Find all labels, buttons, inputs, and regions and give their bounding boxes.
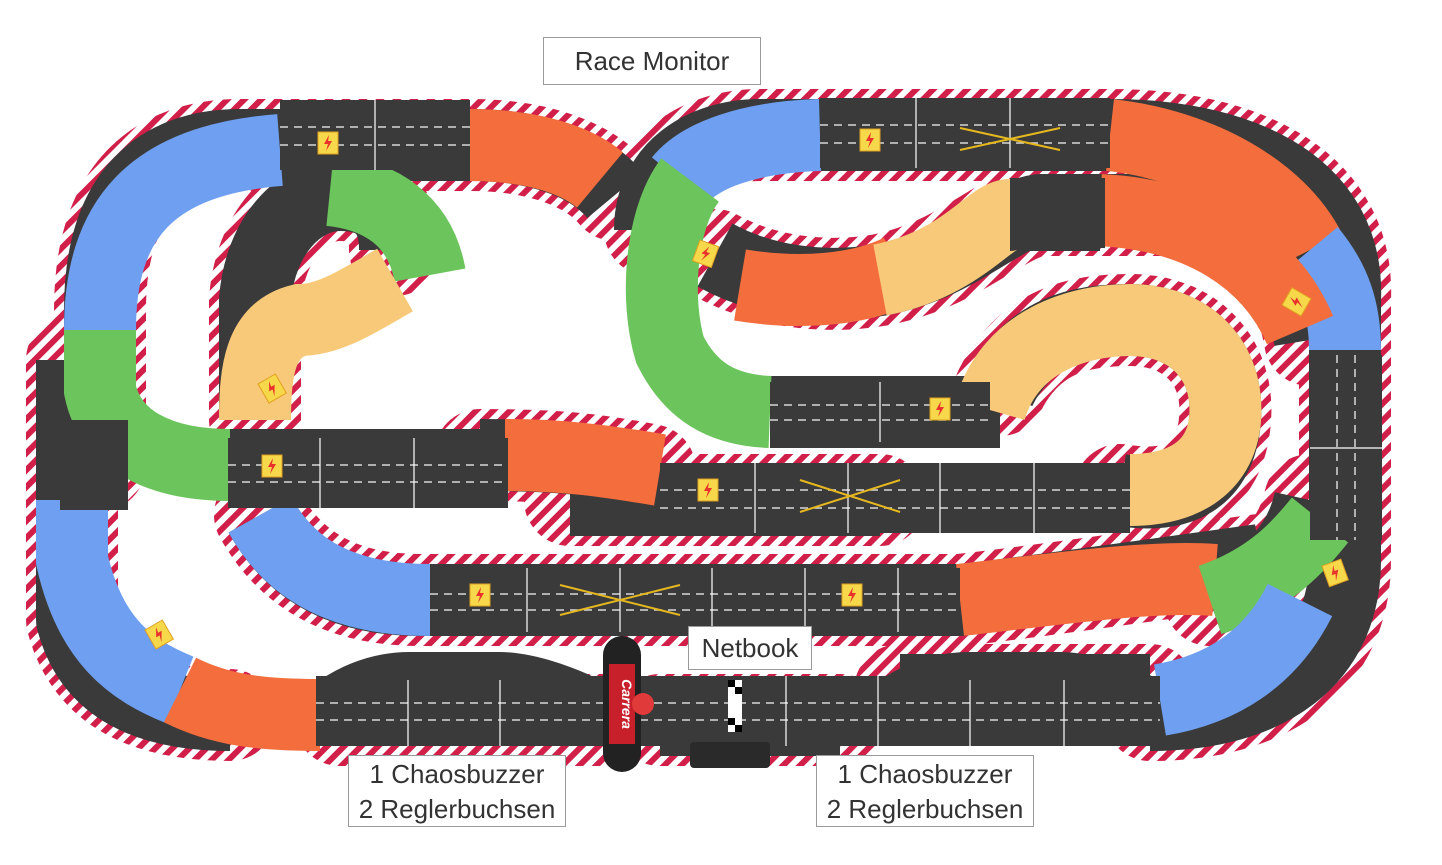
green-curve [325,154,466,284]
orange-curve [163,657,321,751]
lightning-hazard-icon [841,583,863,607]
lightning-hazard-icon [1321,558,1349,588]
blue-curve [36,500,194,724]
lightning-hazard-icon [691,239,720,269]
start-finish-flag-icon [728,680,742,732]
right-chaosbuzzer-text: 1 Chaosbuzzer [837,759,1013,789]
start-finish-gantry: Carrera [603,636,770,772]
yellow-curve [219,248,413,421]
lightning-hazard-icon [257,373,288,404]
blue-curve [228,496,431,636]
lightning-hazard-icon [1281,286,1312,317]
curve-sections [36,99,1381,751]
blue-curve [1153,582,1333,736]
green-curve [625,158,773,448]
netbook-label: Netbook [688,626,812,670]
lap-counter-badge [632,693,654,715]
left-driver-station-label: 1 Chaosbuzzer 2 Reglerbuchsen [348,755,566,827]
lightning-hazard-icon [261,454,283,478]
lane-crossings [559,127,1061,616]
race-monitor-text: Race Monitor [574,46,730,76]
lightning-hazard-icon [469,583,491,607]
orange-curve [1105,99,1343,268]
orange-curve [956,543,1218,636]
orange-curve [504,419,666,506]
crossing-marking [959,127,1061,151]
crossing-marking [559,584,681,616]
left-reglerbuchsen-text: 2 Reglerbuchsen [358,794,556,824]
left-chaosbuzzer-text: 1 Chaosbuzzer [369,759,545,789]
pit-lane-bump [320,652,600,680]
orange-curve [469,109,624,209]
right-driver-station-label: 1 Chaosbuzzer 2 Reglerbuchsen [816,755,1034,827]
control-unit [690,742,770,768]
orange-curve [734,237,917,326]
crossing-marking [799,479,901,513]
pit-lane-bump [880,652,1160,680]
lightning-hazard-icon [859,128,881,152]
lightning-hazards [144,128,1349,650]
lightning-hazard-icon [317,131,339,155]
lightning-hazard-icon [697,478,719,502]
netbook-text: Netbook [701,633,799,663]
right-reglerbuchsen-text: 2 Reglerbuchsen [826,794,1024,824]
lightning-hazard-icon [144,619,175,650]
blue-curve [651,99,822,205]
race-monitor-label: Race Monitor [543,37,761,85]
lightning-hazard-icon [929,397,951,421]
yellow-curve [872,179,1021,316]
pit-lanes [320,652,1160,680]
blue-curve [64,114,284,331]
blue-curve [1281,226,1381,351]
green-curve [64,330,231,501]
track-straights [60,98,1382,746]
yellow-curve [955,283,1262,526]
carrera-logo: Carrera [619,679,635,729]
